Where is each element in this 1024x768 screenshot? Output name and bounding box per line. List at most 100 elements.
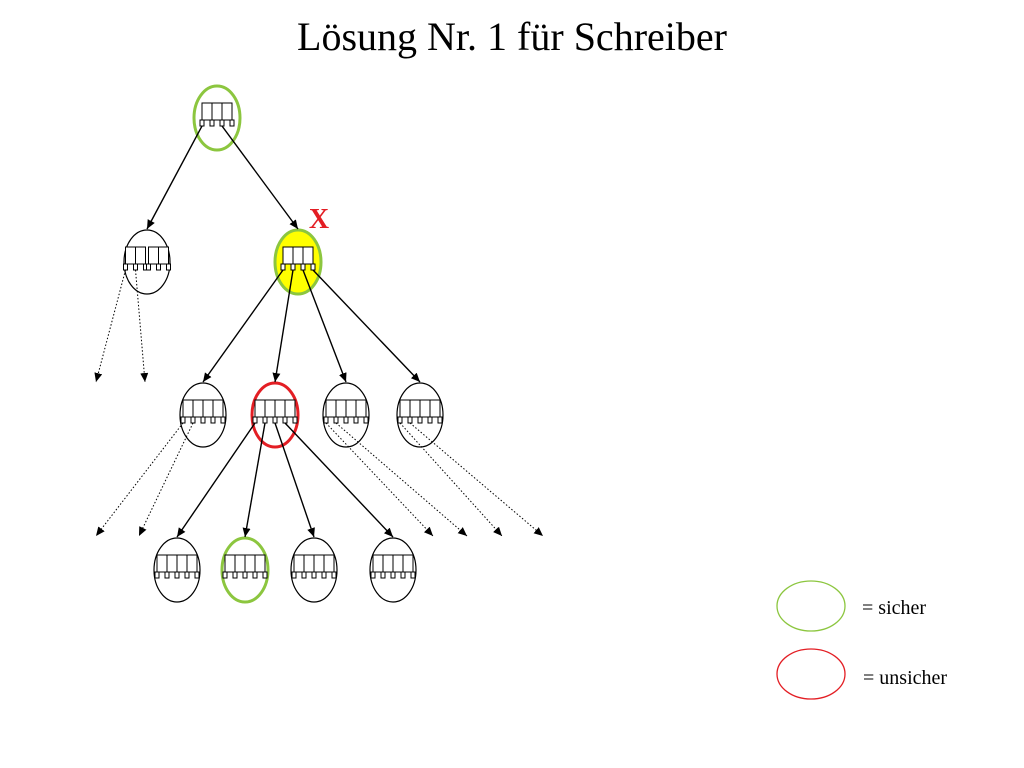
node-pointer-slot <box>190 416 196 424</box>
node-pointer-slot <box>321 571 327 579</box>
node-pointer-slot <box>123 263 128 271</box>
node-key-cell <box>244 554 256 573</box>
tree-node <box>369 537 417 603</box>
node-key-cell <box>323 554 335 573</box>
node-key-cell <box>335 399 347 418</box>
truncated-edge-arrow <box>409 422 544 537</box>
node-pointer-slot <box>410 571 416 579</box>
node-pointer-slot <box>400 571 406 579</box>
node-pointer-slot <box>380 571 386 579</box>
truncated-edge-arrow <box>135 269 149 383</box>
node-key-cell <box>293 554 305 573</box>
node-pointer-slot <box>343 416 349 424</box>
node-pointer-slot <box>310 263 316 271</box>
node-key-cell <box>212 399 224 418</box>
node-key-cell <box>202 399 214 418</box>
node-pointer-slot <box>301 571 307 579</box>
node-key-cell <box>234 554 246 573</box>
node-pointer-slot <box>333 416 339 424</box>
node-key-cell <box>158 246 169 265</box>
tree-edge-arrow <box>202 269 284 383</box>
tree-node <box>123 229 171 295</box>
node-key-cell <box>135 246 146 265</box>
node-key-cell <box>166 554 178 573</box>
truncated-edge-arrow <box>95 422 184 537</box>
node-pointer-slot <box>180 416 186 424</box>
node-pointer-slot <box>164 571 170 579</box>
legend-label-safe: = sicher <box>862 597 926 619</box>
node-pointer-slot <box>200 416 206 424</box>
node-pointer-slot <box>174 571 180 579</box>
node-key-cell <box>186 554 198 573</box>
truncated-edge-arrow <box>94 269 126 383</box>
node-key-cell <box>254 399 266 418</box>
node-pointer-slot <box>220 416 226 424</box>
node-key-cell <box>192 399 204 418</box>
node-key-cell <box>313 554 325 573</box>
node-key-cell <box>372 554 384 573</box>
node-key-cell <box>221 102 233 121</box>
legend-item-safe: = sicher <box>776 580 926 632</box>
node-pointer-slot <box>370 571 376 579</box>
tree-edge-arrow <box>312 269 421 383</box>
node-key-cell <box>345 399 357 418</box>
node-key-cell <box>355 399 367 418</box>
node-pointer-slot <box>427 416 433 424</box>
node-pointer-slot <box>280 263 286 271</box>
legend-swatch-safe <box>776 580 846 632</box>
node-key-cell <box>282 246 294 265</box>
node-pointer-slot <box>291 571 297 579</box>
node-key-cell <box>254 554 266 573</box>
node-pointer-slot <box>133 263 138 271</box>
node-pointer-slot <box>209 119 215 127</box>
node-key-cell <box>284 399 296 418</box>
node-pointer-slot <box>154 571 160 579</box>
tree-node <box>396 382 444 448</box>
node-pointer-slot <box>194 571 200 579</box>
node-pointer-slot <box>219 119 225 127</box>
node-key-cell <box>392 554 404 573</box>
truncated-edge-arrow <box>138 422 194 537</box>
node-pointer-slot <box>242 571 248 579</box>
node-key-cell <box>148 246 159 265</box>
node-pointer-slot <box>311 571 317 579</box>
node-pointer-slot <box>323 416 329 424</box>
node-pointer-slot <box>262 571 268 579</box>
tree-edge-arrow <box>176 422 256 538</box>
node-pointer-slot <box>417 416 423 424</box>
conflict-marker: X <box>309 204 329 235</box>
node-pointer-slot <box>437 416 443 424</box>
node-key-cell <box>399 399 411 418</box>
tree-node <box>322 382 370 448</box>
tree-node <box>179 382 227 448</box>
node-key-cell <box>125 246 136 265</box>
node-pointer-slot <box>232 571 238 579</box>
node-key-cell <box>409 399 421 418</box>
tree-edge-arrow <box>272 269 294 383</box>
node-key-cell <box>211 102 223 121</box>
truncated-edge-arrow <box>325 422 434 537</box>
node-pointer-slot <box>146 263 151 271</box>
node-pointer-slot <box>156 263 161 271</box>
node-key-cell <box>429 399 441 418</box>
node-pointer-slot <box>229 119 235 127</box>
node-key-cell <box>419 399 431 418</box>
node-pointer-slot <box>397 416 403 424</box>
node-key-cell <box>156 554 168 573</box>
node-key-cell <box>176 554 188 573</box>
node-pointer-slot <box>407 416 413 424</box>
node-key-cell <box>274 399 286 418</box>
tree-node <box>220 536 270 604</box>
node-pointer-slot <box>210 416 216 424</box>
node-pointer-slot <box>290 263 296 271</box>
legend: = sicher = unsicher <box>776 580 947 700</box>
node-pointer-slot <box>282 416 288 424</box>
node-pointer-slot <box>184 571 190 579</box>
node-key-cell <box>292 246 304 265</box>
tree-edge-arrow <box>274 422 315 538</box>
node-pointer-slot <box>252 416 258 424</box>
node-key-cell <box>201 102 213 121</box>
node-pointer-slot <box>363 416 369 424</box>
node-key-cell <box>264 399 276 418</box>
